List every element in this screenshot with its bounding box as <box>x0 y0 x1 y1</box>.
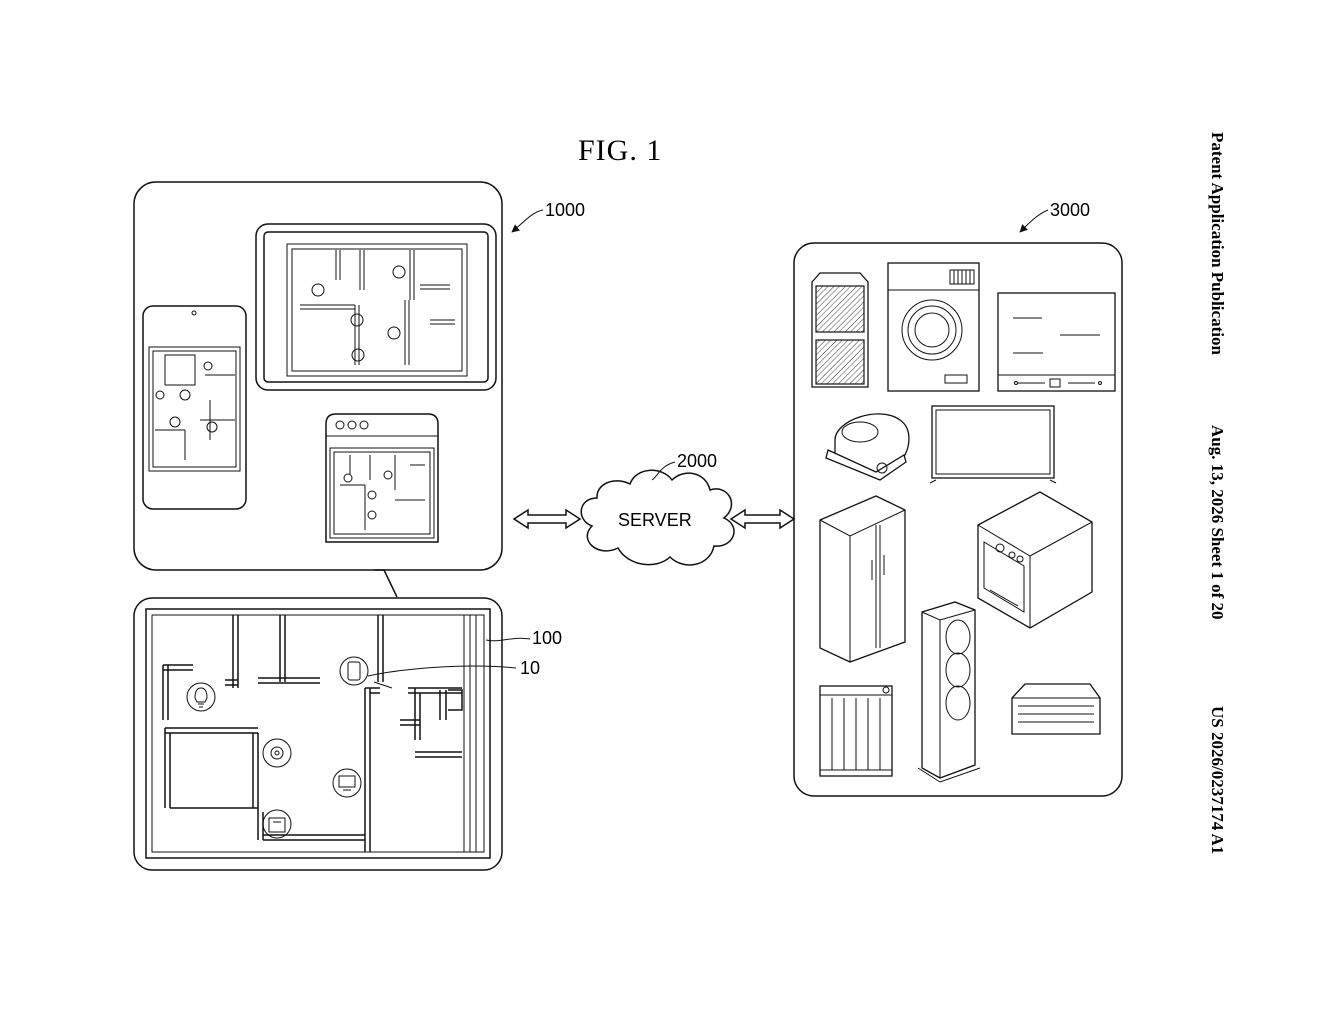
ref-3000-label: 3000 <box>1050 200 1090 220</box>
washing-machine-icon <box>888 263 979 391</box>
refrigerator-icon <box>820 496 905 662</box>
radiator-icon <box>820 686 892 776</box>
smartphone-icon <box>143 306 246 509</box>
publication-number: US 2026/0237174 A1 <box>1208 706 1227 854</box>
arrow-devices-server <box>514 510 580 528</box>
ref-1000-label: 1000 <box>545 200 585 220</box>
light-bulb-icon <box>187 683 215 711</box>
washing-machine-icon <box>263 810 291 838</box>
air-purifier-icon <box>812 273 868 387</box>
arrow-server-appliances <box>731 510 794 528</box>
publication-date-sheet: Aug. 13, 2026 Sheet 1 of 20 <box>1208 425 1227 620</box>
device-icon-10 <box>340 657 368 685</box>
monitor-icon <box>326 414 438 542</box>
floor-plan: 100 10 <box>134 598 562 870</box>
cloud-server-icon: SERVER 2000 <box>581 451 734 565</box>
server-label: SERVER <box>618 510 692 530</box>
devices-group: 1000 <box>134 182 585 597</box>
oven-range-icon <box>998 293 1115 391</box>
television-icon <box>930 406 1056 483</box>
speaker-tower-icon <box>918 602 980 782</box>
air-conditioner-icon <box>1012 684 1100 734</box>
ref-100-label: 100 <box>532 628 562 648</box>
figure-title: FIG. 1 <box>578 134 662 167</box>
publication-type: Patent Application Publication <box>1208 132 1227 355</box>
ref-10-label: 10 <box>520 658 540 678</box>
speaker-icon <box>263 739 291 767</box>
tablet-icon <box>256 224 496 390</box>
tv-icon <box>333 769 361 797</box>
appliances-group: 3000 <box>794 200 1122 796</box>
ref-2000-label: 2000 <box>677 451 717 471</box>
microwave-oven-icon <box>978 492 1092 628</box>
robot-vacuum-icon <box>826 414 909 480</box>
